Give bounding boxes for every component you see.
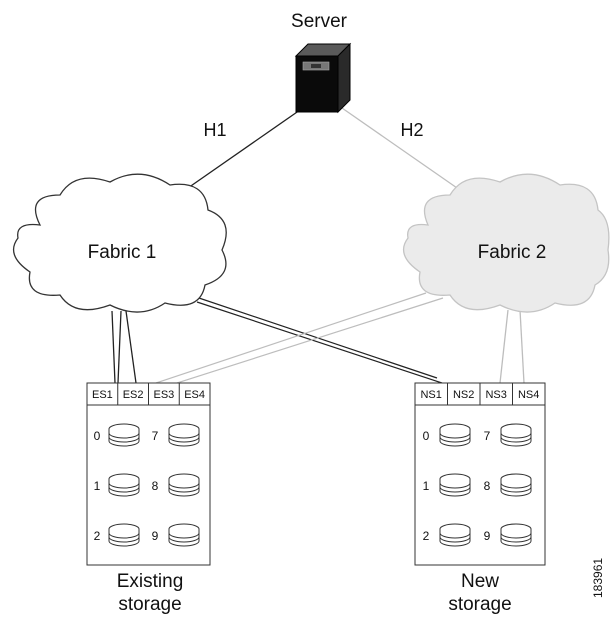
disk-label: 1 — [94, 479, 101, 493]
port-es4: ES4 — [184, 389, 205, 401]
link-fabric1-es2 — [125, 310, 137, 384]
disk-icon — [108, 473, 140, 497]
disk-icon — [439, 473, 471, 497]
disk-label: 9 — [484, 529, 491, 543]
disk-label: 1 — [423, 479, 430, 493]
link-h2-label: H2 — [400, 120, 423, 140]
link-fabric1-ns1 — [192, 295, 438, 379]
port-ns2: NS2 — [453, 389, 474, 401]
link-h2 — [341, 107, 471, 198]
disk-label: 0 — [94, 429, 101, 443]
disk-label: 2 — [94, 529, 101, 543]
disk-icon — [500, 423, 532, 447]
existing-storage-caption-line2: storage — [118, 594, 181, 615]
disk-label: 2 — [423, 529, 430, 543]
disk-label: 9 — [152, 529, 159, 543]
link-fabric2-ns3 — [499, 309, 509, 384]
disk-icon — [439, 523, 471, 547]
link-fabric1-ns1b — [196, 301, 443, 384]
link-fabric2-es4 — [176, 297, 444, 384]
disk-label: 8 — [484, 479, 491, 493]
port-es2: ES2 — [123, 389, 144, 401]
disk-icon — [439, 423, 471, 447]
server-label: Server — [291, 11, 348, 32]
existing-storage-caption-line1: Existing — [117, 571, 184, 592]
disk-label: 0 — [423, 429, 430, 443]
disk-icon — [168, 523, 200, 547]
disk-icon — [108, 423, 140, 447]
disk-icon — [168, 473, 200, 497]
new-storage-caption-line2: storage — [448, 594, 511, 615]
port-es3: ES3 — [154, 389, 175, 401]
link-fabric1-es1b — [117, 310, 122, 384]
link-h1-label: H1 — [203, 120, 226, 140]
port-ns4: NS4 — [518, 389, 539, 401]
figure-id: 183961 — [591, 558, 605, 598]
port-es1: ES1 — [92, 389, 113, 401]
disk-icon — [108, 523, 140, 547]
link-fabric1-es1 — [111, 310, 116, 384]
fabric-1-label: Fabric 1 — [88, 242, 157, 263]
disk-label: 7 — [152, 429, 159, 443]
fabric-2-label: Fabric 2 — [478, 242, 547, 263]
disk-icon — [500, 473, 532, 497]
disk-label: 8 — [152, 479, 159, 493]
link-h1 — [174, 109, 301, 198]
new-storage-caption-line1: New — [461, 571, 499, 592]
fabric-1-cloud — [12, 173, 227, 313]
port-ns1: NS1 — [420, 389, 441, 401]
link-fabric2-es3 — [155, 292, 427, 384]
link-fabric2-ns4 — [519, 309, 525, 384]
disk-icon — [500, 523, 532, 547]
connection-lines — [111, 107, 525, 384]
server-tower-icon — [294, 42, 352, 114]
disk-label: 7 — [484, 429, 491, 443]
existing-storage-array: ES1 ES2 ES3 ES4 0 7 1 8 2 9 — [86, 382, 211, 566]
new-storage-array: NS1 NS2 NS3 NS4 0 7 1 8 2 9 — [414, 382, 546, 566]
port-ns3: NS3 — [485, 389, 506, 401]
fabric-2-cloud — [402, 173, 610, 313]
disk-icon — [168, 423, 200, 447]
